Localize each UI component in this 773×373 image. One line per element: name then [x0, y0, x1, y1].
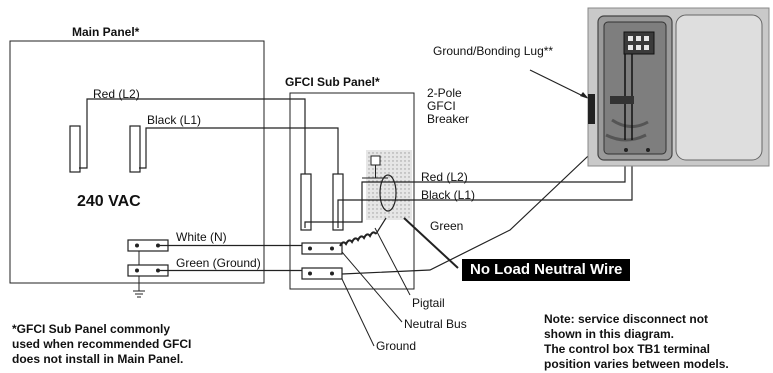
current-transformer	[379, 174, 397, 212]
service-note-line: The control box TB1 terminal	[544, 342, 711, 356]
gfci-footnote-line: *GFCI Sub Panel commonly	[12, 322, 171, 336]
ground-label: Ground	[376, 339, 417, 353]
sub-neutral-bus	[301, 242, 343, 255]
neutral-bus-label: Neutral Bus	[404, 317, 467, 331]
sub-wire-green-label: Green	[430, 219, 464, 233]
breaker-label-line-3: Breaker	[427, 112, 470, 126]
no-load-neutral-wire-callout: No Load Neutral Wire	[462, 259, 631, 281]
main-wire-red-label: Red (L2)	[93, 87, 140, 101]
service-note-line: Note: service disconnect not	[544, 312, 709, 326]
wire-red-l2-feeder	[79, 98, 306, 174]
sub-panel-box	[289, 92, 415, 290]
gfci-footnote: *GFCI Sub Panel commonly used when recom…	[12, 322, 191, 367]
main-breaker-l1	[129, 125, 141, 173]
main-panel-box	[9, 40, 265, 284]
main-wire-white-label: White (N)	[176, 230, 227, 244]
main-panel-title: Main Panel*	[72, 25, 140, 39]
voltage-label: 240 VAC	[77, 193, 141, 210]
breaker-label-line-1: 2-Pole	[427, 86, 462, 100]
sub-breaker-l2	[300, 173, 312, 231]
service-note: Note: service disconnect not shown in th…	[544, 312, 729, 372]
main-breaker-l2	[69, 125, 81, 173]
wire-green-load	[341, 139, 606, 275]
main-wire-black-label: Black (L1)	[147, 113, 202, 127]
sub-panel-title: GFCI Sub Panel*	[285, 75, 380, 89]
ground-bonding-lug	[588, 94, 595, 124]
sub-wire-red-label: Red (L2)	[421, 170, 468, 184]
wire-red-l2-load	[304, 140, 626, 228]
main-wire-ground-label: Green (Ground)	[176, 256, 261, 270]
gfci-footnote-line: used when recommended GFCI	[12, 337, 192, 351]
breaker-label-line-2: GFCI	[427, 99, 456, 113]
tb1-terminal-block	[623, 31, 655, 55]
wire-black-l1-load	[337, 140, 633, 228]
gfci-footnote-line: does not install in Main Panel.	[12, 352, 184, 366]
service-note-line: shown in this diagram.	[544, 327, 675, 341]
ground-bonding-lug-label: Ground/Bonding Lug**	[433, 44, 554, 58]
service-note-line: position varies between models.	[544, 357, 729, 371]
pigtail-label: Pigtail	[412, 296, 445, 310]
pigtail-coil	[339, 231, 377, 247]
wire-black-l1-feeder	[139, 127, 339, 174]
control-box-cover	[675, 14, 763, 161]
sub-wire-black-label: Black (L1)	[421, 188, 476, 202]
